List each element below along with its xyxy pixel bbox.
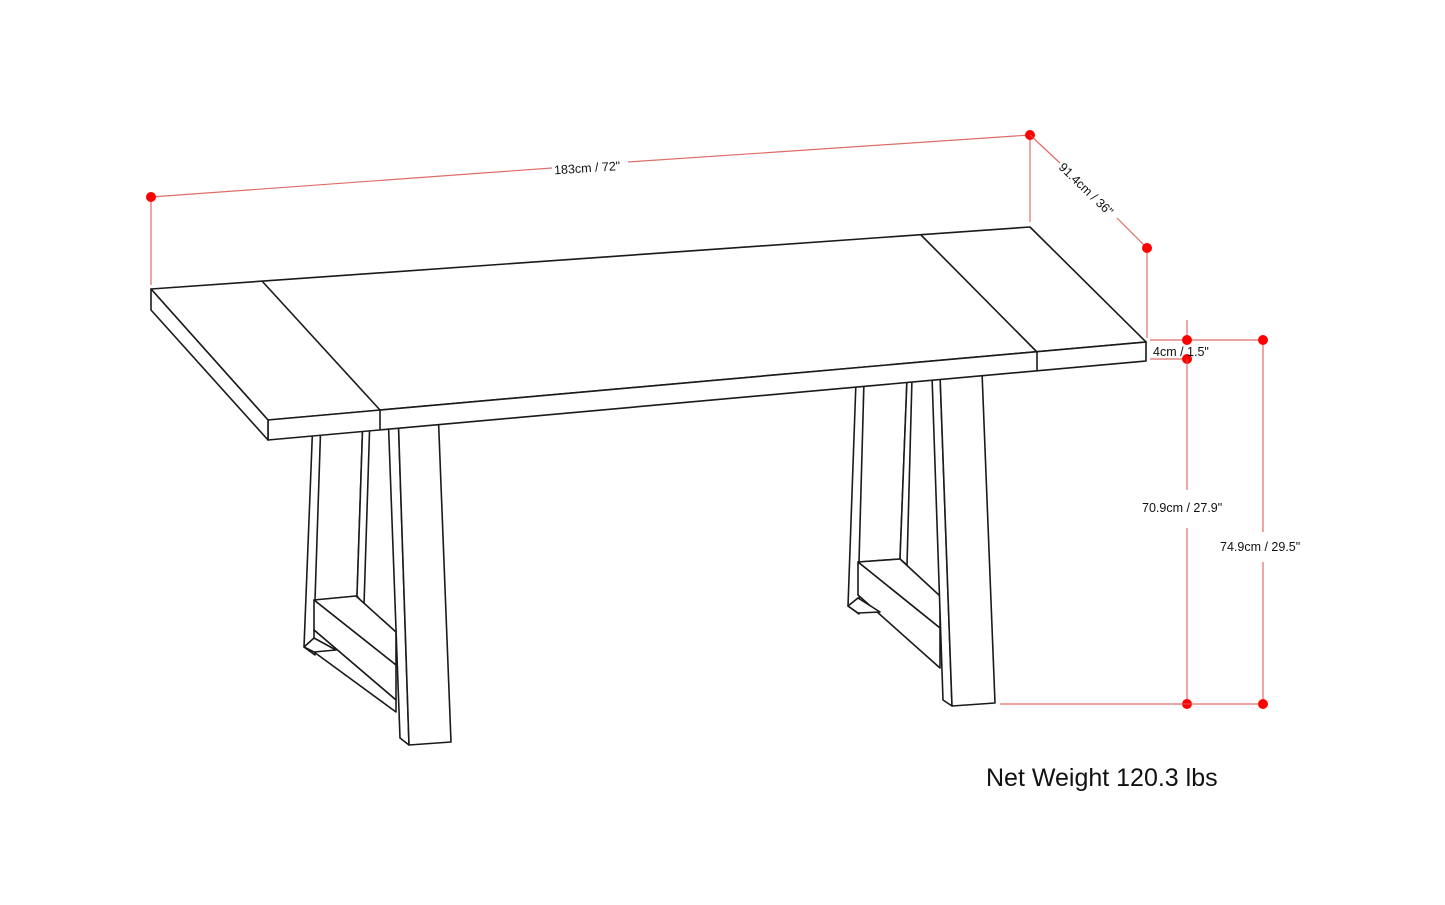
thickness-dimension: 4cm / 1.5" xyxy=(1150,320,1263,364)
clearance-height-label: 70.9cm / 27.9" xyxy=(1142,501,1222,515)
overall-height-label: 74.9cm / 29.5" xyxy=(1220,540,1300,554)
length-label: 183cm / 72" xyxy=(554,159,621,177)
clearance-height-dimension: 70.9cm / 27.9" xyxy=(1142,359,1222,709)
left-board-seam xyxy=(261,280,381,411)
right-board-seam xyxy=(920,234,1038,353)
net-weight-label: Net Weight 120.3 lbs xyxy=(986,764,1218,792)
right-leg xyxy=(847,371,996,707)
thickness-label: 4cm / 1.5" xyxy=(1153,345,1209,359)
length-dimension: 183cm / 72" xyxy=(146,130,1035,285)
depth-label: 91.4cm / 36" xyxy=(1056,160,1116,219)
left-leg xyxy=(303,407,452,746)
depth-end-marker xyxy=(1142,243,1152,253)
overall-bottom-marker xyxy=(1258,699,1268,709)
overall-top-marker xyxy=(1258,335,1268,345)
overall-height-dimension: 74.9cm / 29.5" xyxy=(1000,335,1300,709)
thickness-top-marker xyxy=(1182,335,1192,345)
table-top xyxy=(150,226,1147,441)
length-start-marker xyxy=(146,192,156,202)
